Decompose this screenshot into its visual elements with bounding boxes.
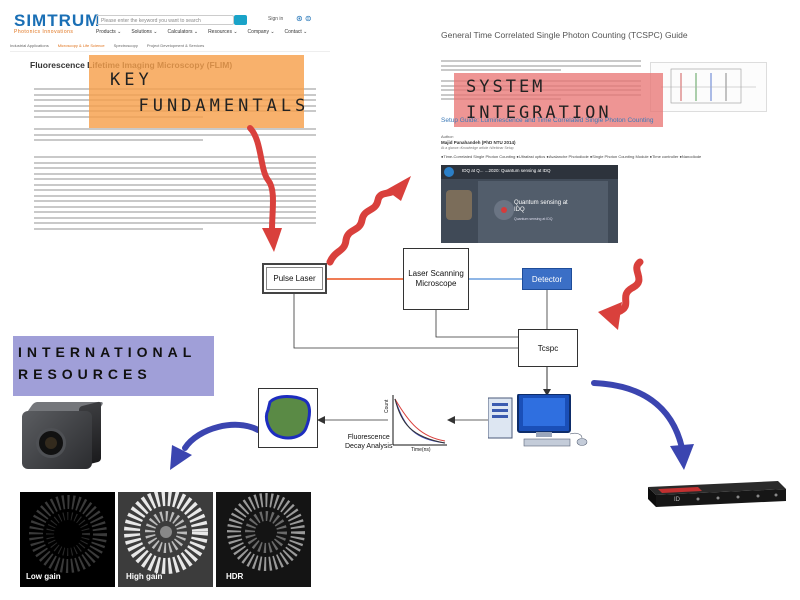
- text-line: [34, 172, 316, 175]
- nav-item-resources[interactable]: Resources ⌄: [208, 29, 238, 35]
- text-line: [34, 178, 316, 180]
- breadcrumb: Industrial Applications Microscopy & Lif…: [10, 43, 330, 52]
- detector-block: Detector: [522, 268, 572, 290]
- breadcrumb-item[interactable]: Project Development & Services: [146, 43, 205, 48]
- main-nav: Products ⌄ Solutions ⌄ Calculators ⌄ Res…: [96, 29, 307, 35]
- blue-arrow-left: [182, 421, 261, 451]
- text-line: [34, 183, 316, 186]
- guide-title: General Time Correlated Single Photon Co…: [441, 30, 688, 40]
- blue-arrowhead-icon: [670, 444, 694, 470]
- presenter-thumbnail: [446, 190, 472, 220]
- text-line: [34, 200, 316, 202]
- text-line: [34, 227, 204, 230]
- simtrum-logo: SIMTRUM: [14, 11, 101, 30]
- text-line: [34, 167, 316, 169]
- author-name: Majid Panahandeh (PhD NTU 2014): [441, 140, 516, 145]
- text-line: [34, 139, 204, 141]
- time-axis-label: Time(ns): [411, 447, 431, 453]
- text-line: [34, 222, 316, 224]
- tcspc-mini-diagram: [650, 62, 767, 112]
- low-gain-texture: [29, 495, 107, 573]
- hdr-texture: [216, 492, 311, 587]
- nav-item-solutions[interactable]: Solutions ⌄: [131, 29, 158, 35]
- system-integration-banner: [454, 73, 663, 127]
- high-gain-image: High gain: [118, 492, 213, 587]
- signin-link[interactable]: Sign in: [268, 16, 284, 22]
- text-line: [34, 194, 316, 197]
- low-gain-image: Low gain: [20, 492, 115, 587]
- nav-item-contact[interactable]: Contact ⌄: [284, 29, 308, 35]
- text-line: [34, 128, 316, 130]
- setup-guide-title: Setup Guide: Luminescence and Time Corre…: [441, 117, 654, 124]
- record-dot-icon: [501, 207, 507, 213]
- international-resources-label: INTERNATIONAL RESOURCES: [18, 344, 197, 382]
- tcspc-hardware-icon: ID: [648, 481, 786, 507]
- text-line: [34, 156, 316, 158]
- text-line: [34, 216, 316, 219]
- text-line: [34, 161, 316, 164]
- nav-item-products[interactable]: Products ⌄: [96, 29, 122, 35]
- text-line: [34, 211, 316, 213]
- text-line: [441, 60, 641, 62]
- high-gain-label: High gain: [126, 572, 163, 581]
- red-arrowhead-icon: [598, 302, 622, 330]
- decay-curve-graph: [392, 395, 447, 446]
- camera-sensor-icon: [45, 437, 57, 449]
- cart-icon[interactable]: ⊛ ⊜: [296, 14, 312, 23]
- low-gain-label: Low gain: [26, 572, 61, 581]
- author-label: Author:: [441, 134, 454, 139]
- red-squiggle-arrow-up: [326, 184, 401, 266]
- arrowhead-icon: [317, 416, 325, 424]
- mini-diagram-graphic: [661, 68, 756, 104]
- key-fundamentals-label: KEY FUNDAMENTALS: [110, 70, 310, 116]
- hardware-brand: ID: [674, 497, 681, 503]
- sync-line: [293, 294, 518, 349]
- red-arrowhead-icon: [386, 176, 411, 201]
- video-subheading: Quantum sensing at IDQ: [514, 217, 553, 221]
- breadcrumb-item[interactable]: Microscopy & Life Science: [57, 43, 105, 48]
- lsm-label: Laser Scanning Microscope: [408, 269, 464, 288]
- computer-icon: [488, 394, 588, 447]
- nav-item-calculators[interactable]: Calculators ⌄: [167, 29, 199, 35]
- search-button[interactable]: [234, 15, 247, 25]
- high-gain-texture: [118, 492, 213, 587]
- breadcrumb-item[interactable]: Industrial Applications: [10, 43, 49, 48]
- laser-scanning-microscope-block: Laser Scanning Microscope: [403, 248, 469, 310]
- red-arrowhead-icon: [262, 228, 282, 252]
- hdr-image: HDR: [216, 492, 311, 587]
- blue-arrow-right: [591, 380, 685, 451]
- video-heading: Quantum sensing at IDQ: [514, 200, 568, 213]
- text-line: [441, 69, 561, 71]
- channel-avatar: [444, 167, 454, 177]
- text-line: [34, 189, 316, 191]
- count-axis-label: Count: [384, 399, 390, 413]
- lsm-tcspc-line: [435, 310, 518, 338]
- red-arrow-down-left: [247, 125, 276, 233]
- hdr-label: HDR: [226, 572, 244, 581]
- text-line: [34, 205, 316, 208]
- topic-tags: ●Time-Correlated Single Photon Counting …: [441, 154, 702, 159]
- text-line: [441, 64, 641, 67]
- key-fundamentals-banner: [89, 55, 304, 128]
- breadcrumb-item[interactable]: Spectroscopy: [113, 43, 138, 48]
- video-title-bar: [441, 165, 618, 179]
- text-line: [34, 133, 316, 136]
- system-integration-label: SYSTEM INTEGRATION: [466, 77, 612, 123]
- pulse-laser-label: Pulse Laser: [266, 267, 323, 290]
- international-resources-banner: [13, 336, 214, 396]
- decay-analysis-label: Fluorescence Decay Analysis: [345, 434, 393, 450]
- blue-arrowhead-icon: [170, 445, 192, 470]
- red-squiggle-arrow-right: [614, 258, 644, 316]
- tcspc-block: Tcspc: [518, 329, 578, 367]
- flim-image: [258, 388, 318, 448]
- nav-item-company[interactable]: Company ⌄: [247, 29, 275, 35]
- author-extra: At a glance •Knowledge article •Webinar …: [441, 146, 514, 150]
- video-title: IDQ at Q... ...2020: Quantum sensing at …: [462, 168, 551, 173]
- arrowhead-icon: [447, 416, 455, 424]
- search-input[interactable]: Please enter the keyword you want to sea…: [96, 15, 234, 25]
- arrowhead-icon: [543, 389, 551, 396]
- logo-tagline: Photonics Innovations: [14, 29, 74, 35]
